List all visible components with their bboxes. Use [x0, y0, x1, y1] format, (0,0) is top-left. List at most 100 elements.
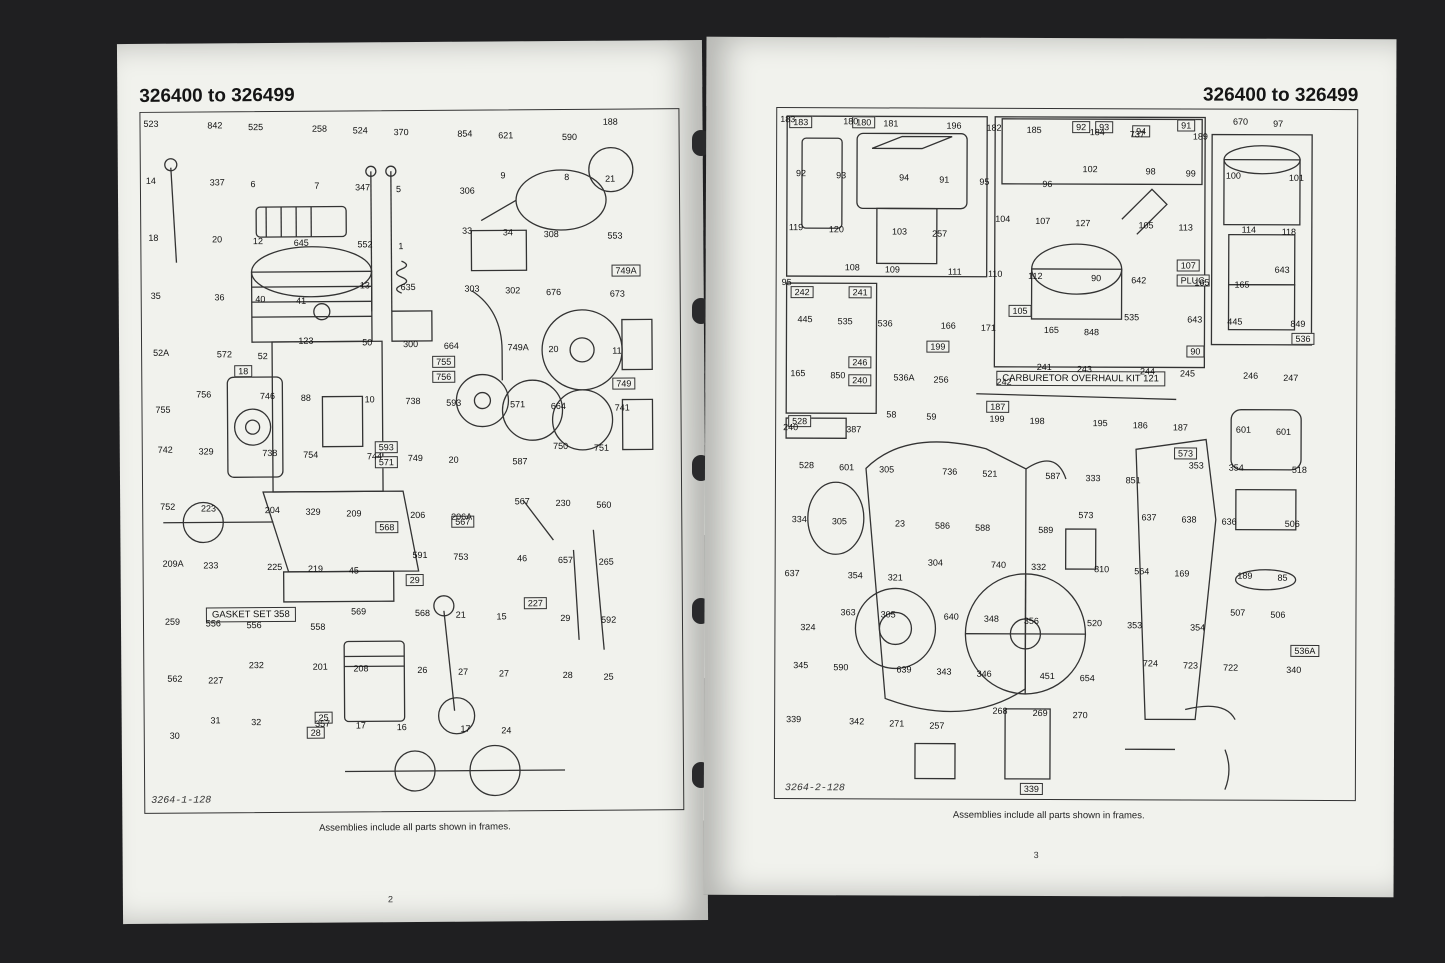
- part-number-label: 5: [395, 184, 402, 195]
- part-number-label: 590: [833, 661, 849, 672]
- part-number-label: 302: [505, 284, 521, 295]
- part-number-label: 13: [359, 279, 370, 290]
- part-number-label: 300: [403, 338, 419, 349]
- part-number-label: 849: [1290, 318, 1306, 329]
- part-number-label: 21: [455, 609, 466, 620]
- part-number-label: 339: [786, 713, 802, 724]
- part-number-label: 746: [259, 390, 276, 401]
- part-number-label: 304: [927, 557, 943, 568]
- part-number-label: 91: [939, 174, 950, 185]
- part-number-label: 182: [986, 122, 1002, 133]
- part-number-label: 621: [498, 130, 514, 141]
- part-number-label: 324: [800, 622, 816, 633]
- part-number-label: 347: [355, 182, 371, 193]
- part-number-label: 736: [942, 466, 958, 477]
- part-number-label: 268: [992, 705, 1008, 716]
- part-number-label: 58: [886, 409, 897, 420]
- frame-label: 756: [432, 370, 456, 383]
- part-number-label: 567: [514, 496, 530, 507]
- part-number-label: 756: [196, 389, 212, 400]
- part-number-label: 357: [315, 718, 331, 729]
- part-number-label: 346: [976, 668, 992, 679]
- part-number-label: 752: [160, 501, 176, 512]
- part-number-label: 123: [298, 335, 314, 346]
- part-number-label: 45: [348, 565, 359, 576]
- part-number-label: 354: [847, 570, 863, 581]
- part-number-label: 305: [880, 609, 896, 620]
- part-number-label: 209A: [162, 558, 184, 570]
- part-number-label: 28: [562, 669, 573, 680]
- frame-label: 29: [405, 573, 424, 587]
- part-number-label: 637: [1141, 512, 1157, 523]
- part-number-label: 94: [899, 172, 910, 183]
- part-number-label: 640: [943, 611, 959, 622]
- part-number-label: 127: [1075, 218, 1091, 229]
- part-number-label: 85: [1277, 572, 1288, 583]
- part-number-label: 120: [828, 224, 844, 235]
- frame-label: 105: [1008, 304, 1032, 317]
- part-number-label: 21: [605, 173, 616, 184]
- frame-label: 187: [986, 400, 1010, 413]
- part-number-label: 354: [1190, 622, 1206, 633]
- part-number-label: 370: [393, 127, 409, 138]
- part-number-label: 270: [1072, 709, 1088, 720]
- part-number-label: 93: [836, 170, 847, 181]
- part-number-label: 256: [933, 374, 949, 385]
- left-engine-diagram: [163, 146, 654, 797]
- frame-label: 568: [375, 521, 399, 534]
- part-number-label: 18: [148, 233, 159, 244]
- part-number-label: 114: [1241, 225, 1257, 236]
- part-number-label: 111: [947, 266, 962, 277]
- part-number-label: 593: [446, 397, 462, 408]
- part-number-label: 165: [1194, 277, 1210, 288]
- part-number-label: 52: [257, 350, 268, 361]
- right-engine-diagram: [785, 115, 1313, 790]
- part-number-label: 219: [307, 563, 324, 575]
- part-number-label: 269: [1032, 707, 1048, 718]
- part-number-label: 209: [346, 508, 362, 519]
- part-number-label: 556: [205, 617, 221, 628]
- part-number-label: 645: [293, 238, 309, 249]
- part-number-label: 723: [1183, 659, 1199, 671]
- part-number-label: 102: [1082, 164, 1098, 175]
- frame-label: 755: [432, 355, 456, 368]
- part-number-label: 810: [1094, 564, 1110, 575]
- frame-label: 339: [1019, 782, 1043, 795]
- part-number-label: 165: [1234, 279, 1250, 290]
- part-number-label: 560: [596, 499, 612, 510]
- part-number-label: 189: [1192, 131, 1208, 142]
- part-number-label: 558: [310, 621, 326, 632]
- part-number-label: 520: [1086, 618, 1103, 629]
- part-number-label: 17: [355, 720, 366, 731]
- part-number-label: 199: [989, 414, 1005, 425]
- part-number-label: 657: [557, 555, 574, 566]
- part-number-label: 754: [303, 449, 319, 460]
- part-number-label: 353: [1188, 460, 1204, 471]
- part-number-label: 738: [405, 395, 421, 406]
- part-number-label: 676: [546, 286, 562, 297]
- part-number-label: 601: [1276, 427, 1292, 438]
- part-number-label: 8: [564, 172, 570, 183]
- right-page-number: 3: [1033, 849, 1039, 860]
- part-number-label: 110: [988, 268, 1003, 279]
- part-number-label: 524: [352, 125, 368, 136]
- part-number-label: 353: [1127, 620, 1143, 631]
- part-number-label: 31: [210, 715, 221, 726]
- part-number-label: 90: [1091, 272, 1102, 283]
- part-number-label: 36: [214, 291, 225, 302]
- part-number-label: 165: [790, 368, 806, 379]
- part-number-label: 245: [1180, 368, 1196, 379]
- part-number-label: 536A: [893, 372, 915, 383]
- part-number-label: 750: [553, 440, 569, 452]
- part-number-label: 340: [1286, 664, 1302, 675]
- part-number-label: 637: [784, 568, 800, 579]
- part-number-label: 105: [1138, 220, 1154, 231]
- part-number-label: 241: [1036, 362, 1052, 373]
- part-number-label: 523: [143, 118, 159, 129]
- part-number-label: 589: [1038, 524, 1054, 535]
- part-number-label: 183: [780, 114, 796, 125]
- part-number-label: 329: [198, 446, 214, 457]
- frame-label: 107: [1176, 259, 1200, 272]
- part-number-label: 107: [1035, 216, 1051, 227]
- part-number-label: 27: [498, 668, 509, 679]
